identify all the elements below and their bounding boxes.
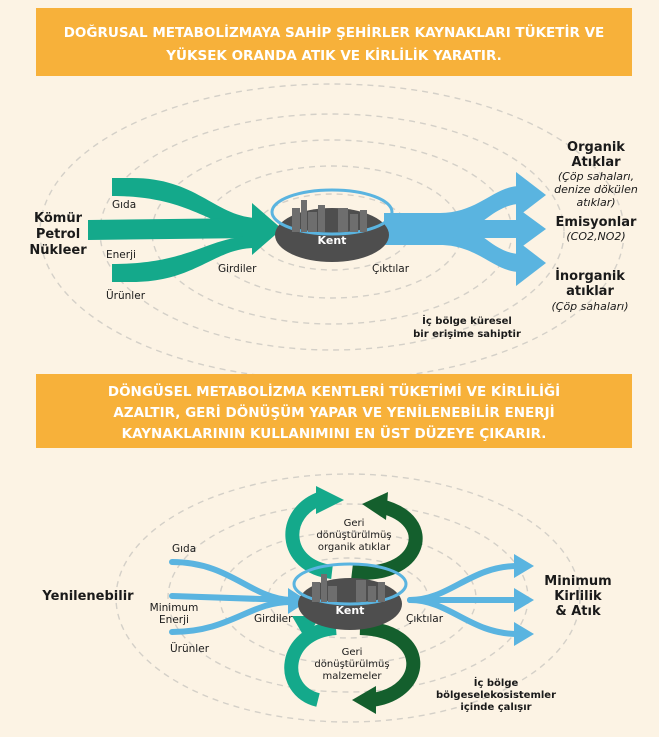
- input-arrows-circular: [169, 559, 293, 635]
- city-label-linear: Kent: [318, 234, 347, 247]
- region-note-line1: İç bölge: [474, 675, 519, 689]
- inputs-label: Girdiler: [218, 263, 257, 275]
- input-arrow-food: [112, 178, 255, 230]
- output-inorganic-note: (Çöp sahaları): [551, 300, 628, 313]
- banner-circular-line1: DÖNGÜSEL METABOLİZMA KENTLERİ TÜKETİMİ V…: [108, 382, 560, 400]
- banner-linear-line2: YÜKSEK ORANDA ATIK VE KİRLİLİK YARATIR.: [165, 46, 501, 64]
- output-arrows-circular: [407, 563, 521, 637]
- output-arrows-linear: [384, 172, 546, 286]
- input-label-products-2: Ürünler: [170, 642, 210, 655]
- input-label-food: Gıda: [112, 199, 136, 211]
- input-arrow-energy: [88, 218, 255, 240]
- source-coal: Kömür: [34, 211, 83, 226]
- inputs-label-2: Girdiler: [254, 613, 293, 625]
- output-arrow-organic: [440, 186, 520, 230]
- city-label-circular: Kent: [336, 604, 365, 617]
- input-arrowhead-2: [288, 588, 308, 614]
- output-inorganic-line2: atıklar: [566, 284, 614, 299]
- input-label-products: Ürünler: [106, 289, 146, 302]
- output-arrow-bottom-2: [407, 597, 521, 637]
- city-linear: Kent: [270, 188, 394, 262]
- input-label-energy-2-line2: Enerji: [159, 614, 189, 626]
- input-label-energy: Enerji: [106, 249, 136, 261]
- source-oil: Petrol: [36, 227, 80, 242]
- output-organic-note1: (Çöp sahaları,: [558, 170, 634, 183]
- input-arrow-products: [112, 236, 255, 282]
- input-arrow-products-2: [169, 599, 293, 635]
- outputs-label-2: Çıktılar: [406, 613, 444, 625]
- outputs-label: Çıktılar: [372, 263, 410, 275]
- source-nuclear: Nükleer: [29, 243, 87, 258]
- output-arrowheads-2: [514, 554, 534, 646]
- reach-note-line1: İç bölge küresel: [422, 313, 512, 327]
- output-emissions-note: (CO2,NO2): [566, 230, 625, 243]
- output-organic-note2: denize dökülen: [554, 183, 638, 196]
- result-line3: & Atık: [555, 604, 601, 619]
- output-organic-line2: Atıklar: [571, 155, 621, 170]
- input-arrowhead: [252, 203, 282, 255]
- input-label-food-2: Gıda: [172, 543, 196, 555]
- source-renewable: Yenilenebilir: [41, 589, 134, 604]
- result-line1: Minimum: [544, 574, 611, 589]
- output-inorganic-line1: İnorganik: [555, 268, 625, 284]
- output-trunk: [384, 213, 470, 245]
- output-arrowhead-emissions: [516, 207, 546, 251]
- recycled-top-line1: Geri: [344, 518, 365, 529]
- banner-circular-line2: AZALTIR, GERİ DÖNÜŞÜM YAPAR VE YENİLENEB…: [113, 403, 554, 421]
- output-emissions: Emisyonlar: [556, 215, 638, 230]
- output-organic-line1: Organik: [567, 140, 625, 155]
- input-label-energy-2-line1: Minimum: [150, 602, 199, 614]
- recycled-top-line2: dönüştürülmüş: [316, 530, 391, 541]
- output-arrowhead-inorganic: [516, 240, 546, 286]
- reach-note-line2: bir erişime sahiptir: [413, 329, 521, 340]
- input-arrows-linear: [88, 178, 282, 282]
- input-arrow-energy-2: [169, 593, 293, 603]
- recycled-top-line3: organik atıklar: [318, 542, 391, 553]
- city-circular: Kent: [292, 562, 408, 630]
- output-arrowhead-organic: [516, 172, 546, 218]
- output-arrow-inorganic: [440, 228, 520, 272]
- region-note-line2: bölgeselekosistemler: [436, 690, 556, 701]
- recycled-bottom-line3: malzemeler: [323, 671, 383, 682]
- banner-linear-line1: DOĞRUSAL METABOLİZMAYA SAHİP ŞEHİRLER KA…: [64, 23, 605, 41]
- region-note-line3: içinde çalışır: [460, 702, 531, 713]
- result-line2: Kirlilik: [554, 589, 602, 604]
- banner-circular-line3: KAYNAKLARININ KULLANIMINI EN ÜST DÜZEYE …: [122, 424, 547, 442]
- banner-circular: [36, 374, 632, 448]
- recycled-bottom-line1: Geri: [342, 647, 363, 658]
- recycled-bottom-line2: dönüştürülmüş: [314, 659, 389, 670]
- output-organic-note3: atıklar): [576, 196, 615, 209]
- banner-linear: [36, 8, 632, 76]
